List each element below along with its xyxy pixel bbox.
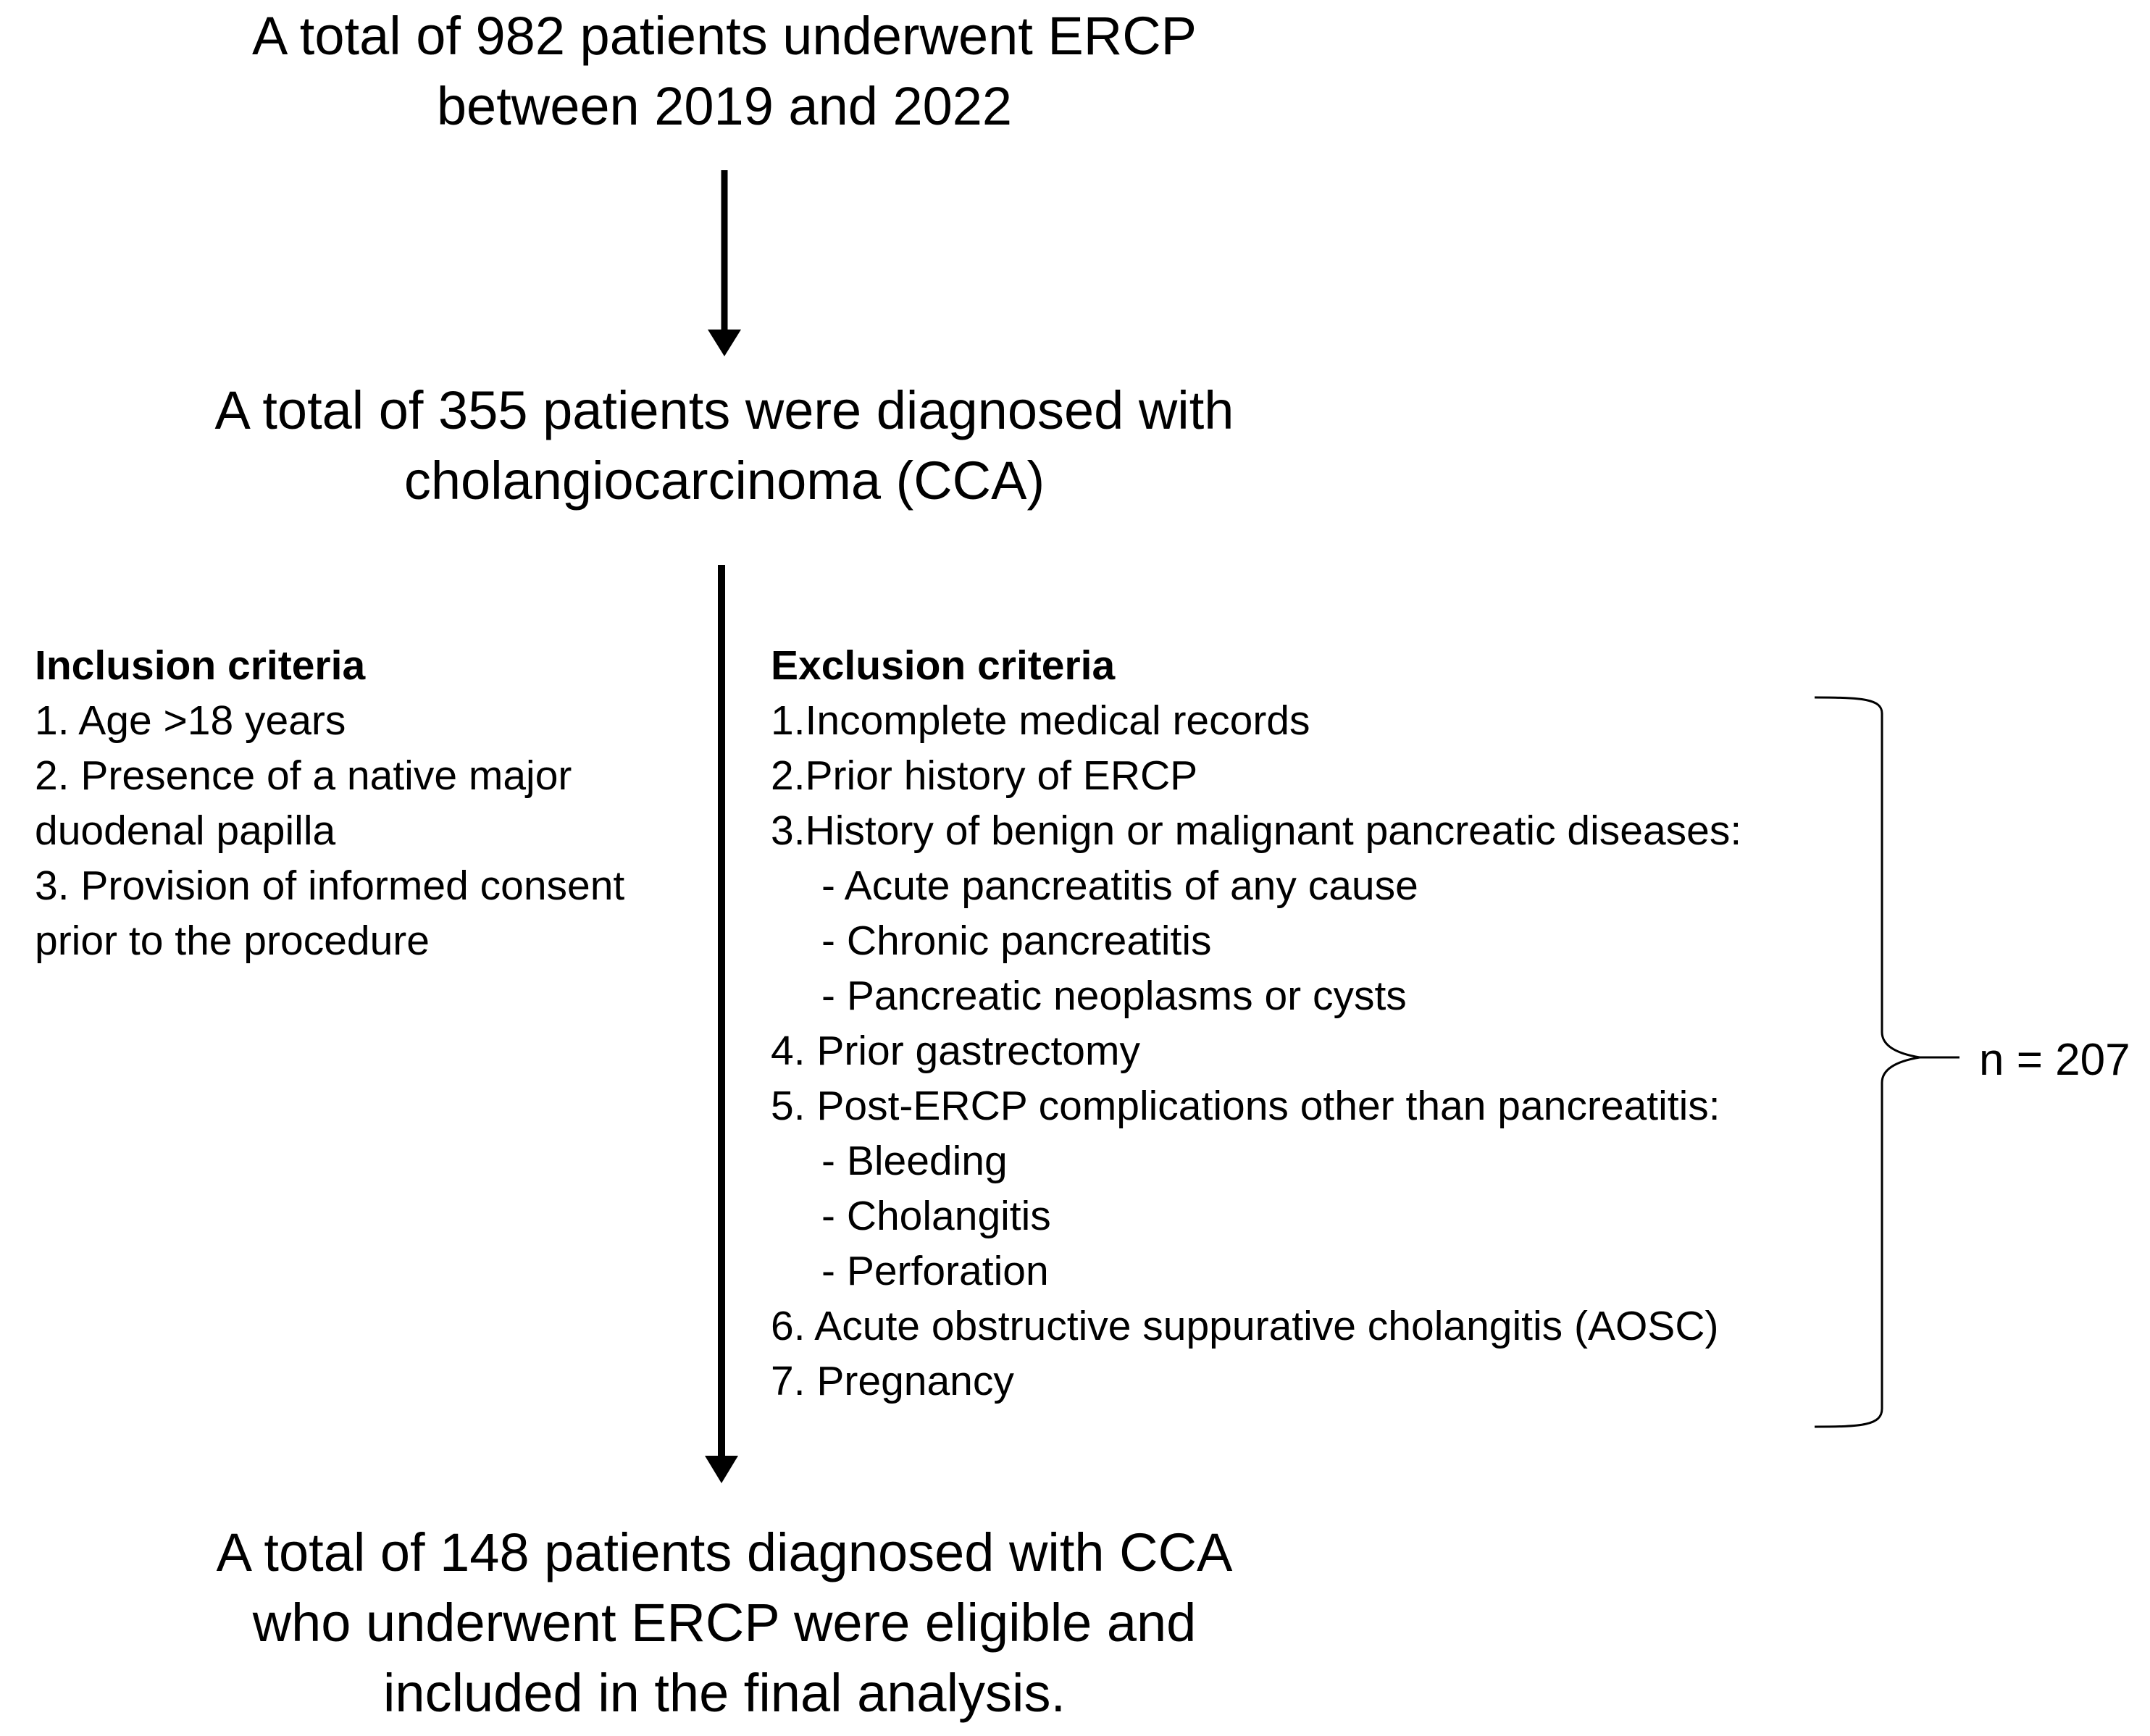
- exclusion-criteria-subitem: - Acute pancreatitis of any cause: [821, 863, 1418, 909]
- final-cohort-box: A total of 148 patients diagnosed with C…: [0, 1517, 1449, 1728]
- final-cohort-line: A total of 148 patients diagnosed with C…: [216, 1522, 1233, 1582]
- excluded-count-label: n = 207: [1979, 1035, 2130, 1085]
- exclusion-criteria-item: 4. Prior gastrectomy: [771, 1028, 1140, 1074]
- final-cohort-line: included in the final analysis.: [382, 1663, 1066, 1723]
- arrow-initial-to-diagnosed: [708, 170, 741, 356]
- inclusion-criteria-line: 2. Presence of a native major: [35, 752, 572, 799]
- exclusion-criteria-subitem: - Cholangitis: [821, 1193, 1051, 1239]
- exclusion-criteria-block: Exclusion criteria 1.Incomplete medical …: [771, 638, 1741, 1409]
- exclusion-criteria-heading: Exclusion criteria: [771, 642, 1116, 689]
- inclusion-criteria-heading: Inclusion criteria: [35, 642, 366, 689]
- exclusion-brace: [1814, 696, 1920, 1428]
- inclusion-criteria-line: 1. Age >18 years: [35, 697, 346, 744]
- inclusion-criteria-line: prior to the procedure: [35, 918, 430, 964]
- exclusion-criteria-item: 5. Post-ERCP complications other than pa…: [771, 1083, 1720, 1129]
- exclusion-criteria-item: 7. Pregnancy: [771, 1358, 1014, 1404]
- diagnosed-cohort-line: A total of 355 patients were diagnosed w…: [214, 380, 1234, 440]
- exclusion-criteria-item: 1.Incomplete medical records: [771, 697, 1310, 744]
- exclusion-criteria-item: 6. Acute obstructive suppurative cholang…: [771, 1303, 1719, 1349]
- initial-cohort-line: between 2019 and 2022: [436, 76, 1013, 136]
- diagnosed-cohort-box: A total of 355 patients were diagnosed w…: [0, 375, 1449, 516]
- exclusion-criteria-subitem: - Perforation: [821, 1248, 1049, 1294]
- inclusion-criteria-line: duodenal papilla: [35, 808, 336, 854]
- exclusion-criteria-item: 3.History of benign or malignant pancrea…: [771, 808, 1742, 854]
- inclusion-criteria-line: 3. Provision of informed consent: [35, 863, 625, 909]
- initial-cohort-line: A total of 982 patients underwent ERCP: [251, 6, 1197, 66]
- exclusion-criteria-subitem: - Chronic pancreatitis: [821, 918, 1212, 964]
- inclusion-criteria-block: Inclusion criteria 1. Age >18 years 2. P…: [35, 638, 624, 968]
- exclusion-criteria-subitem: - Pancreatic neoplasms or cysts: [821, 973, 1407, 1019]
- arrow-diagnosed-to-final: [705, 565, 738, 1483]
- exclusion-criteria-subitem: - Bleeding: [821, 1138, 1008, 1184]
- diagnosed-cohort-line: cholangiocarcinoma (CCA): [403, 450, 1045, 511]
- initial-cohort-box: A total of 982 patients underwent ERCP b…: [0, 1, 1449, 141]
- exclusion-criteria-item: 2.Prior history of ERCP: [771, 752, 1198, 799]
- final-cohort-line: who underwent ERCP were eligible and: [252, 1593, 1197, 1653]
